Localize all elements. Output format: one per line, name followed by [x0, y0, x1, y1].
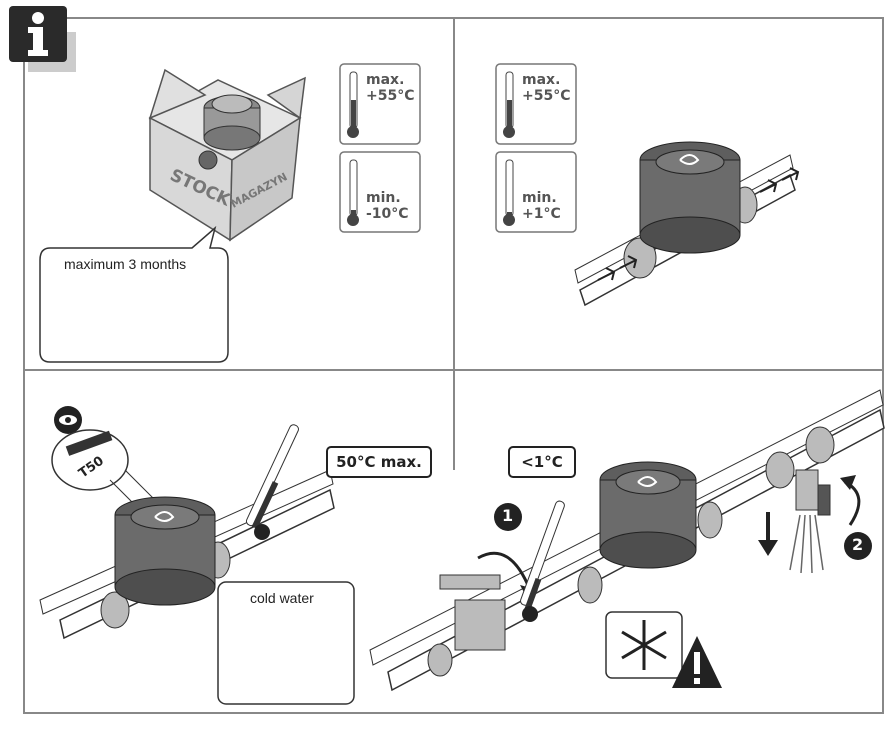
step-2-label: 2 [852, 535, 864, 554]
thermometer-icon [245, 424, 299, 540]
info-icon [9, 6, 76, 72]
step-1-marker [494, 503, 522, 531]
callout-text-cold-water: cold water [250, 590, 314, 606]
thermo-max-label-1: max. +55°C [366, 72, 415, 104]
thermo-min-word-2: min. [522, 190, 557, 206]
thermo-min-label-1: min. -10°C [366, 190, 409, 222]
callout-text-months: maximum 3 months [64, 256, 187, 272]
callout-bubble-months [39, 225, 229, 363]
thermo-min-label-2: min. +1°C [522, 190, 561, 222]
stock-box-illustration [148, 68, 306, 242]
warning-icon [672, 636, 722, 688]
thermo-min-value-2: +1°C [522, 206, 561, 222]
thermo-max-label-2: max. +55°C [522, 72, 571, 104]
thermometer-max-icon [339, 63, 421, 145]
badge-below-1c: <1°C [508, 446, 576, 478]
eye-icon [54, 406, 82, 434]
thermo-max-value: +55°C [366, 88, 415, 104]
step-1-label: 1 [502, 506, 514, 525]
thermo-max-word: max. [366, 72, 405, 88]
arrow-down-icon [758, 512, 778, 556]
thermometer-max-icon-2 [495, 63, 577, 145]
callout-bubble-cold-water [217, 581, 355, 705]
thermo-min-value: -10°C [366, 206, 409, 222]
thermometer-min-icon [339, 151, 421, 233]
pipe-with-valves-illustration [369, 389, 885, 692]
meter-on-pipe-illustration [574, 141, 800, 307]
thermo-max-word-2: max. [522, 72, 561, 88]
thermo-min-word: min. [366, 190, 401, 206]
snowflake-icon [605, 611, 683, 679]
thermo-max-value-2: +55°C [522, 88, 571, 104]
thermometer-min-icon-2 [495, 151, 577, 233]
thermometer-icon-2 [520, 500, 565, 622]
badge-50c-max: 50°C max. [326, 446, 432, 478]
arrow-rotate-icon-2 [840, 475, 861, 526]
step-2-marker [844, 532, 872, 560]
